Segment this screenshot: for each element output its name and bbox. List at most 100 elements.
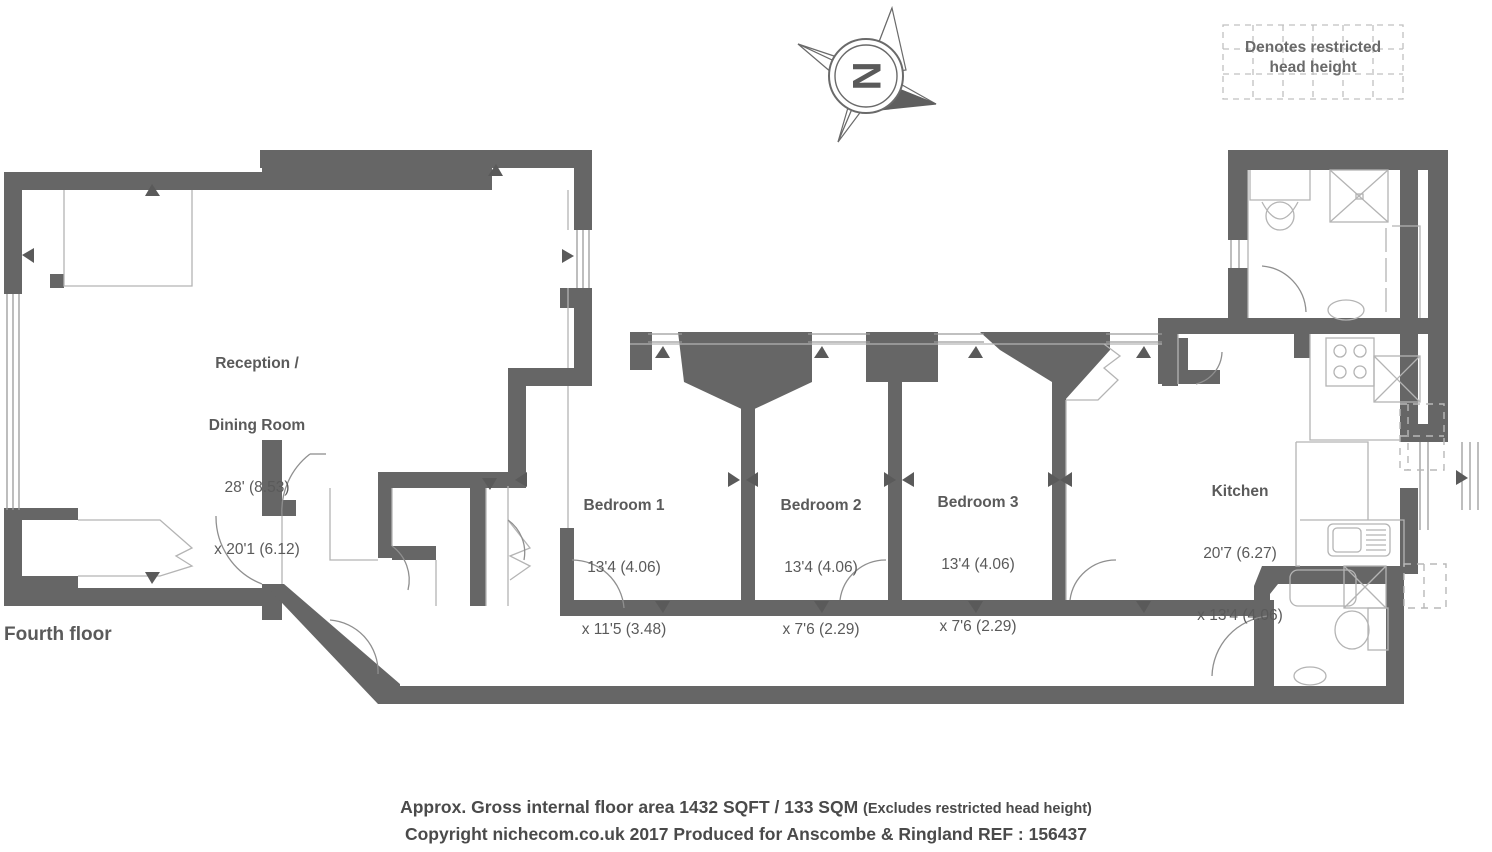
door-bath-upper bbox=[1261, 265, 1307, 313]
wall-alcove-top bbox=[20, 508, 78, 520]
room-dim-line2: x 20'1 (6.12) bbox=[214, 540, 300, 558]
wall-bedroom-kitchen-join bbox=[1258, 600, 1274, 688]
room-name-line1: Bedroom 2 bbox=[780, 497, 862, 515]
wc-pan bbox=[1334, 610, 1370, 650]
wall-kitchen-diag-lower bbox=[1254, 566, 1404, 614]
room-dim-line1: 13'4 (4.06) bbox=[784, 559, 858, 577]
hob-burner-4 bbox=[1353, 365, 1367, 379]
footer-area-line: Approx. Gross internal floor area 1432 S… bbox=[0, 797, 1492, 818]
door-hall-1 bbox=[281, 453, 311, 517]
hall-outline-a bbox=[329, 488, 378, 561]
wall-pier-bedroom1-left bbox=[630, 332, 652, 370]
room-label-reception-dining: Reception / Dining Room 28' (8.53) x 20'… bbox=[157, 313, 357, 602]
footer-area-main: Approx. Gross internal floor area 1432 S… bbox=[400, 797, 864, 817]
room-label-bedroom-3: Bedroom 3 13'4 (4.06) x 7'6 (2.29) bbox=[878, 452, 1078, 679]
kitchen-sink-basin bbox=[1332, 527, 1362, 553]
door-bed1 bbox=[571, 559, 625, 609]
arrow-up-bed2 bbox=[814, 346, 829, 358]
bathroom-basin-bowl bbox=[1265, 201, 1295, 231]
legend-line-1: Denotes restricted bbox=[1244, 39, 1382, 56]
arrow-up-bed1-a bbox=[655, 346, 670, 358]
wall-nib-left bbox=[50, 274, 64, 288]
arrow-up-bed3 bbox=[968, 346, 983, 358]
arrow-right-bed3 bbox=[1048, 472, 1060, 487]
wall-reception-right-upper bbox=[574, 168, 592, 230]
wall-diagonal-entry bbox=[264, 584, 400, 704]
wall-party-bed1-bed2-stem bbox=[741, 400, 755, 612]
wall-alcove-bottom bbox=[20, 576, 78, 588]
kitchen-washer-x2 bbox=[1373, 355, 1421, 403]
hob-burner-1 bbox=[1333, 344, 1347, 358]
compass-north-letter: N bbox=[844, 62, 888, 91]
kitchen-basin-small bbox=[1327, 299, 1365, 321]
wall-kitchen-top bbox=[1228, 150, 1448, 170]
fixtures-layer bbox=[63, 169, 1421, 686]
room-name-line1: Bedroom 3 bbox=[937, 494, 1019, 512]
arrow-right-bed1 bbox=[728, 472, 740, 487]
shower-x2 bbox=[1329, 169, 1389, 223]
doors-layer bbox=[215, 265, 1307, 677]
wall-kitchen-top-left-vert bbox=[1228, 150, 1248, 240]
direction-markers-layer bbox=[22, 164, 1468, 613]
wall-reception-left-upper bbox=[4, 172, 22, 294]
door-hall-right bbox=[1195, 351, 1223, 385]
wall-reception-left-lower bbox=[4, 508, 22, 606]
wall-bedroom-bottom bbox=[572, 600, 1272, 616]
wall-reception-bottom-right-step bbox=[508, 368, 592, 386]
floor-title: Fourth floor bbox=[4, 624, 112, 645]
kitchen-counter-top bbox=[1296, 441, 1369, 520]
room-dim-line1: 13'4 (4.06) bbox=[587, 559, 661, 577]
wall-reception-bottom-left bbox=[4, 588, 279, 606]
wall-pier-bed2-right bbox=[866, 332, 938, 382]
wall-reception-right-lower bbox=[574, 288, 592, 376]
wall-kitchen-bath-right bbox=[1386, 566, 1404, 688]
room-label-bedroom-2: Bedroom 2 13'4 (4.06) x 7'6 (2.29) bbox=[721, 455, 921, 682]
wall-party-bed1-bed2 bbox=[678, 332, 812, 412]
room-dim-line1: 20'7 (6.27) bbox=[1203, 545, 1277, 563]
room-name-line2: Dining Room bbox=[208, 417, 306, 435]
arrow-left-bed3 bbox=[902, 472, 914, 487]
lower-basin bbox=[1293, 666, 1327, 686]
wall-hall-nib-b bbox=[1174, 370, 1220, 384]
wall-reception-top-riser bbox=[262, 168, 492, 190]
bath-sq-x2 bbox=[1343, 565, 1387, 609]
arrow-down-bed2 bbox=[814, 601, 829, 613]
alcove-chimney bbox=[78, 519, 194, 577]
wall-reception-top-left bbox=[4, 172, 262, 190]
legend-grid-icon bbox=[1222, 24, 1404, 100]
wall-reception-right-jog bbox=[560, 288, 592, 308]
wall-kitchen-low-right bbox=[1400, 488, 1418, 574]
room-name-line1: Bedroom 1 bbox=[583, 497, 665, 515]
bathtub bbox=[1289, 569, 1357, 607]
arrow-down-bed3 bbox=[968, 601, 983, 613]
door-kitchen bbox=[1211, 615, 1269, 677]
wall-party-bed3-stem bbox=[1052, 392, 1066, 612]
wall-reception-inner-horz bbox=[378, 472, 526, 488]
room-dim-line2: x 13'4 (4.06) bbox=[1197, 606, 1283, 624]
arrow-down-reception-inner bbox=[482, 478, 497, 490]
kitchen-counter-run bbox=[1300, 519, 1405, 566]
arrow-down-bed1 bbox=[655, 601, 670, 613]
walls-layer bbox=[4, 150, 1448, 704]
legend-text: Denotes restricted head height bbox=[1222, 38, 1404, 78]
door-bed3 bbox=[1069, 559, 1117, 601]
wall-hall-closet-bottom bbox=[392, 546, 436, 560]
wall-hall-closet-right bbox=[470, 488, 486, 606]
room-name-line1: Kitchen bbox=[1211, 483, 1269, 501]
restricted-height-legend: Denotes restricted head height bbox=[1222, 24, 1404, 100]
door-hall-2 bbox=[215, 515, 263, 585]
wall-pier-hall-upper bbox=[262, 440, 282, 516]
arrow-right-kitchen-window bbox=[1456, 470, 1468, 485]
wc-cistern bbox=[1367, 607, 1389, 651]
footer-area-note: (Excludes restricted head height) bbox=[863, 801, 1092, 817]
arrow-down-bed3-b bbox=[1136, 601, 1151, 613]
wall-kitchen-left-vert bbox=[1228, 268, 1248, 326]
wall-kitchen-mid-vert bbox=[1294, 318, 1310, 358]
restricted-areas-layer bbox=[1399, 403, 1447, 609]
room-dim-line2: x 11'5 (3.48) bbox=[581, 620, 667, 638]
legend-line-2: head height bbox=[1269, 59, 1357, 77]
arrow-up-bed3-b bbox=[1136, 346, 1151, 358]
arrow-right-reception bbox=[562, 249, 574, 263]
cupboard-outline bbox=[1392, 225, 1421, 318]
footer-copyright-line: Copyright nichecom.co.uk 2017 Produced f… bbox=[404, 824, 1087, 844]
